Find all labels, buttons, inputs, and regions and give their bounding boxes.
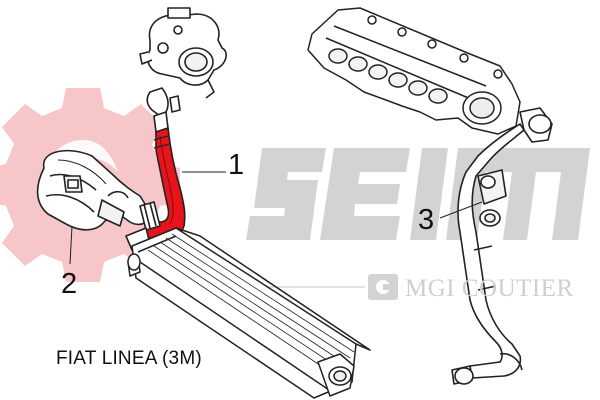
callout-1: 1 (228, 149, 245, 181)
part-1-highlighted-hose (125, 87, 186, 251)
callout-3: 3 (418, 204, 435, 236)
vehicle-model-label: FIAT LINEA (3M) (56, 348, 202, 369)
part-2-intake-hose (36, 149, 151, 231)
watermark-sub-brand: MGI COUTIER (405, 275, 574, 302)
turbo-valve-part (139, 7, 227, 99)
part-3-intake-pipe (451, 107, 553, 385)
leader-line-2 (69, 225, 73, 265)
intercooler-part (127, 227, 371, 399)
intake-manifold-part (307, 7, 521, 135)
leader-line-3 (439, 201, 483, 219)
watermark-brand-seim (246, 148, 590, 300)
callout-2: 2 (61, 268, 78, 300)
leader-lines (69, 171, 483, 265)
